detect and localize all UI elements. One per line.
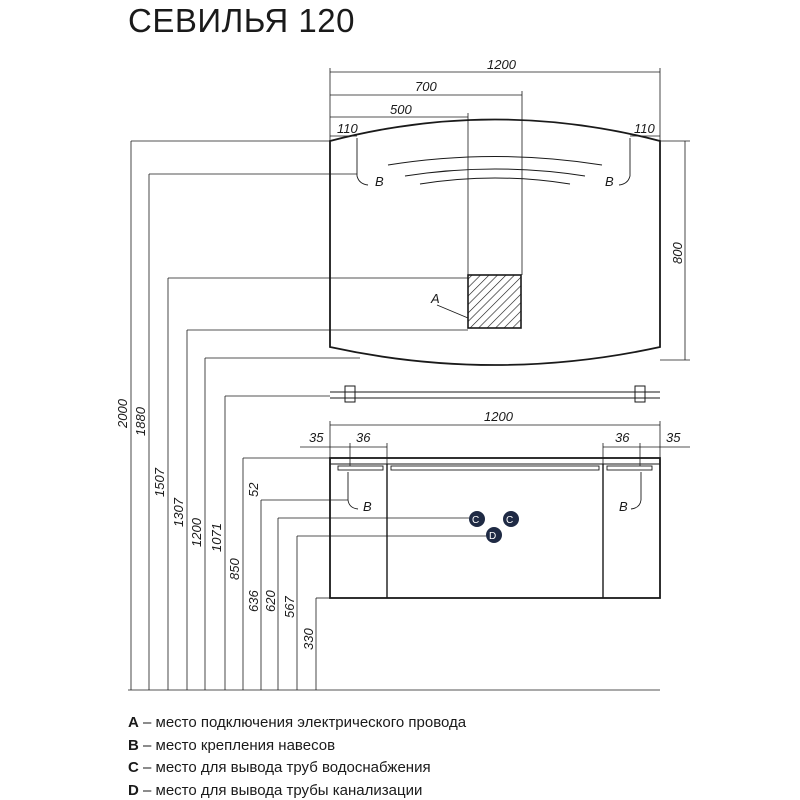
dim-mirror-width: 1200 [487, 57, 517, 72]
label-b-cabinet-right: B [619, 499, 628, 514]
mirror-arc-2 [404, 168, 586, 177]
dim-cabinet-width: 1200 [484, 409, 514, 424]
dim-h1200: 1200 [189, 517, 204, 547]
dim-h850: 850 [227, 558, 242, 580]
dim-500: 500 [390, 102, 412, 117]
mirror-arc-1 [387, 156, 603, 166]
water-outlet-left-marker [469, 511, 485, 527]
dim-h2000: 2000 [115, 398, 130, 429]
dim-h52: 52 [246, 482, 261, 497]
dim-h620: 620 [263, 590, 278, 612]
cabinet-hook-right [630, 472, 642, 510]
dim-h330: 330 [301, 628, 316, 650]
cabinet-top-dimensions [300, 421, 690, 466]
cabinet-body [329, 457, 661, 599]
dim-h1507: 1507 [152, 467, 167, 497]
dim-mirror-height: 800 [670, 242, 685, 264]
legend-key-c: C [128, 759, 139, 776]
dim-h567: 567 [282, 596, 297, 618]
label-c-right: C [506, 515, 513, 526]
cabinet-hook-left [347, 472, 359, 510]
label-c-left: C [472, 515, 479, 526]
mirror [329, 118, 661, 366]
dim-700: 700 [415, 79, 437, 94]
drain-outlet-marker [486, 527, 502, 543]
mirror-arc-3 [419, 177, 571, 185]
legend-text-d: – место для вывода трубы канализации [138, 781, 423, 799]
legend-key-d: D [128, 781, 139, 799]
label-b-mirror-right: B [605, 174, 614, 189]
legend-text-c: – место для вывода труб водоснабжения [138, 759, 431, 776]
water-outlet-right-marker [503, 511, 519, 527]
dim-36-right: 36 [615, 430, 630, 445]
legend-text-a: – место подключения электрического прово… [138, 714, 467, 731]
dim-h636: 636 [246, 590, 261, 612]
legend-key-b: B [128, 736, 139, 754]
hook-right [618, 138, 631, 186]
dim-35-left: 35 [309, 430, 324, 445]
dim-h1071: 1071 [209, 523, 224, 552]
legend-row-b: B – место крепления навесов [128, 735, 466, 758]
label-b-cabinet-left: B [363, 499, 372, 514]
mirror-outline [329, 118, 661, 366]
legend-row-c: C – место для вывода труб водоснабжения [128, 757, 466, 780]
dim-h1307: 1307 [171, 497, 186, 527]
mirror-top-dimensions [329, 68, 690, 361]
hook-left [356, 138, 369, 186]
label-a: A [430, 291, 440, 306]
height-dimensions [128, 140, 660, 691]
legend-key-a: A [128, 714, 139, 731]
electrical-connection-box [467, 274, 522, 329]
pipe-markers: C C D [469, 511, 519, 543]
label-b-mirror-left: B [375, 174, 384, 189]
dim-35-right: 35 [666, 430, 681, 445]
dim-36-left: 36 [356, 430, 371, 445]
legend: A – место подключения электрического про… [128, 712, 466, 800]
shelf [330, 385, 660, 403]
dim-110-right: 110 [634, 121, 655, 136]
legend-text-b: – место крепления навесов [138, 736, 336, 754]
legend-row-d: D – место для вывода трубы канализации [128, 780, 466, 800]
cabinet [329, 457, 661, 599]
label-d: D [489, 531, 496, 542]
product-title: СЕВИЛЬЯ 120 [128, 2, 355, 39]
dim-110-left: 110 [337, 121, 358, 136]
dim-h1880: 1880 [133, 406, 148, 436]
legend-row-a: A – место подключения электрического про… [128, 712, 466, 735]
